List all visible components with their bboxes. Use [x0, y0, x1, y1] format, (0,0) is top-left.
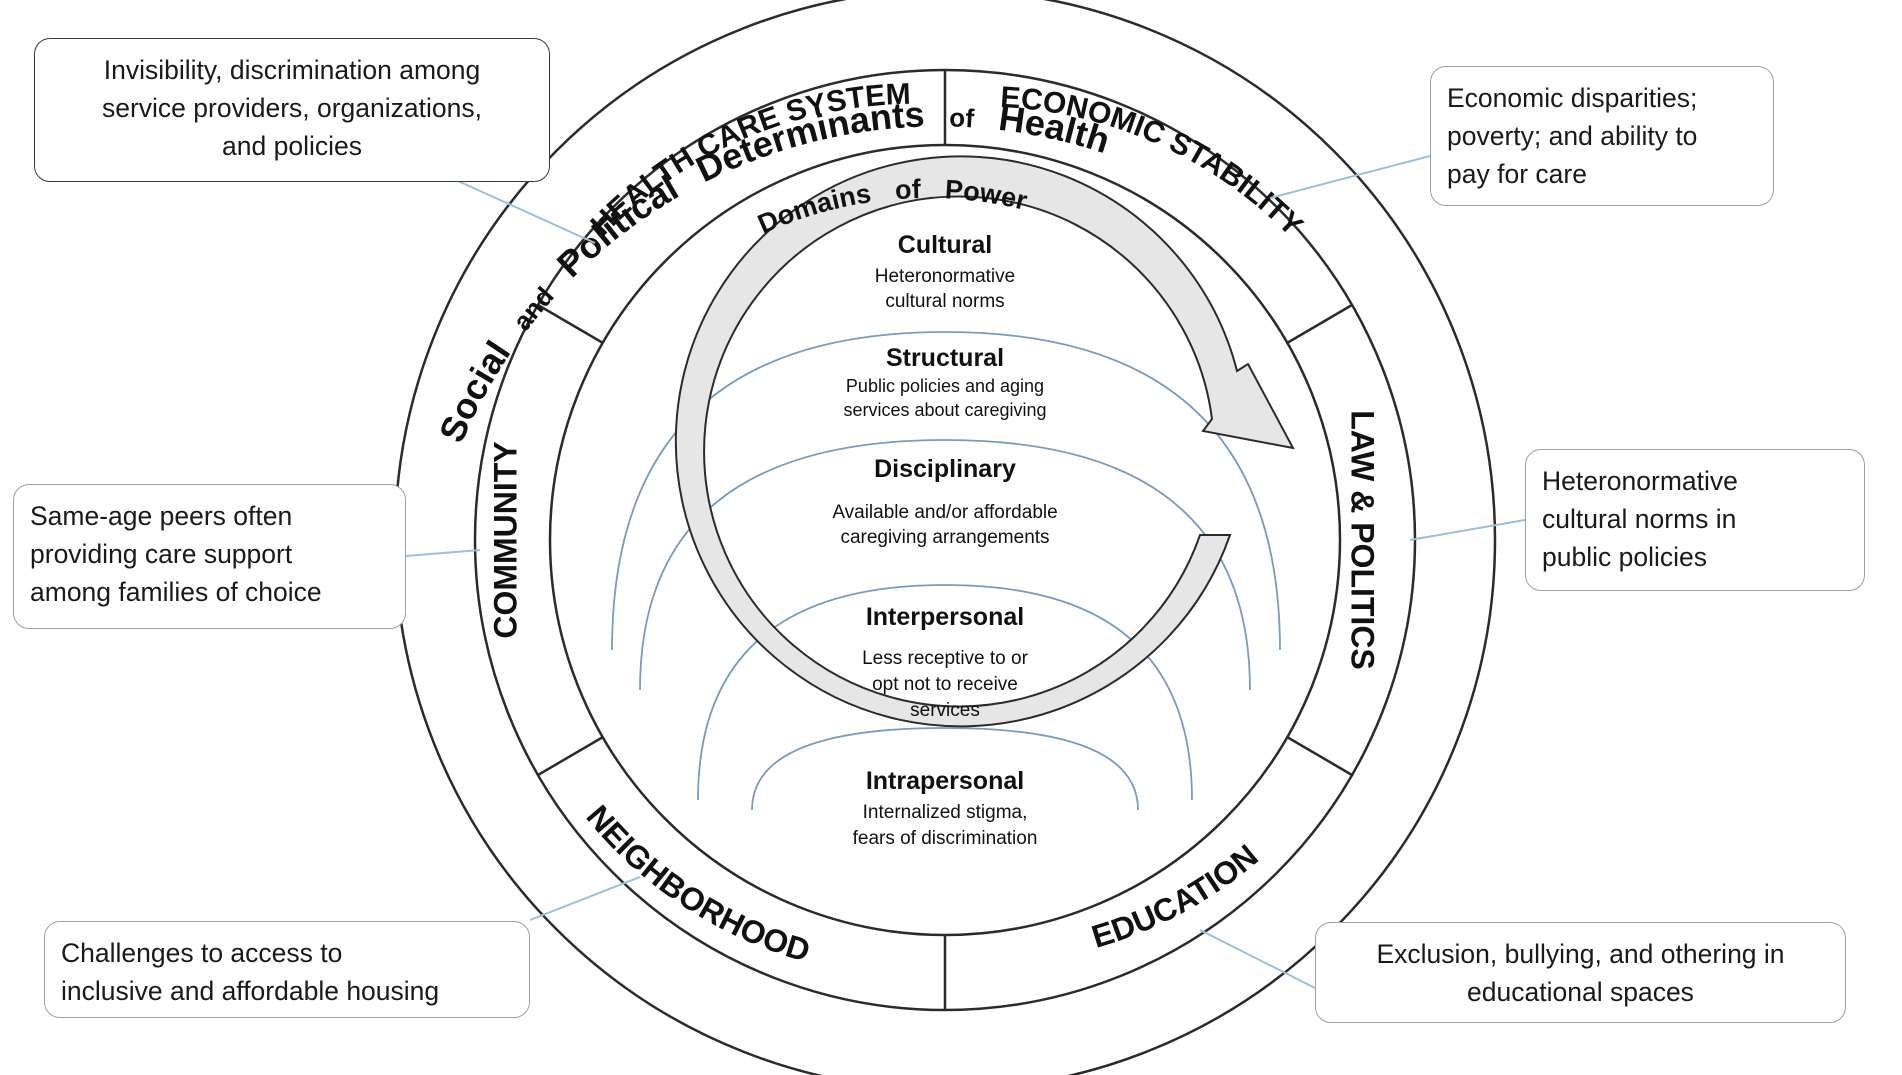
leader-community: [405, 549, 481, 557]
leader-neighborhood: [529, 876, 641, 921]
callout-community: Same-age peers often providing care supp…: [13, 484, 406, 629]
leader-education: [1199, 929, 1316, 989]
callout-economic-stability: Economic disparities; poverty; and abili…: [1430, 66, 1774, 206]
sector-dividers: [537, 70, 1353, 1010]
domain-disciplinary-desc-1: Available and/or affordable: [832, 502, 1057, 523]
domain-structural-desc-1: Public policies and aging: [846, 376, 1044, 396]
callout-health-care-system: Invisibility, discrimination among servi…: [34, 38, 550, 182]
sector-label-neighborhood: NEIGHBORHOOD: [580, 798, 815, 968]
domain-interpersonal-desc-1: Less receptive to or: [862, 648, 1028, 669]
domain-intrapersonal-name: Intrapersonal: [866, 767, 1024, 795]
callout-neighborhood: Challenges to access to inclusive and af…: [44, 921, 530, 1018]
outer-title-word-1: Social: [431, 333, 519, 448]
domain-intrapersonal-desc-2: fears of discrimination: [853, 828, 1038, 849]
sector-label-law-politics: LAW & POLITICS: [1345, 410, 1381, 670]
leader-economic-stability: [1269, 155, 1431, 199]
domains-of-power-arrow: [674, 155, 1295, 728]
domain-disciplinary-name: Disciplinary: [874, 455, 1016, 483]
domain-structural-name: Structural: [886, 344, 1004, 372]
domain-band-intrapersonal: [751, 727, 1139, 811]
domain-labels: Cultural Heteronormative cultural norms …: [832, 231, 1057, 849]
domain-interpersonal-desc-2: opt not to receive: [872, 674, 1018, 695]
outer-title-word-5: of: [949, 102, 976, 133]
divider-upper-left: [537, 303, 604, 345]
callout-law-politics: Heteronormative cultural norms in public…: [1525, 449, 1865, 591]
domain-cultural-desc-1: Heteronormative: [875, 266, 1015, 287]
domain-band-structural: [611, 331, 1281, 651]
sector-label-economic-stability: ECONOMIC STABILITY: [999, 81, 1308, 243]
leader-health-care-system: [457, 180, 596, 244]
domain-structural-desc-2: services about caregiving: [843, 400, 1046, 420]
sector-label-community: COMMUNITY: [487, 441, 523, 638]
divider-lower-right: [1286, 735, 1353, 777]
callout-education: Exclusion, bullying, and othering in edu…: [1315, 922, 1846, 1023]
domain-interpersonal-name: Interpersonal: [866, 603, 1024, 631]
leader-lines: [405, 155, 1526, 989]
domain-cultural-name: Cultural: [898, 231, 992, 259]
divider-upper-right: [1286, 303, 1353, 345]
domain-interpersonal-desc-3: services: [910, 700, 980, 721]
domain-band-interpersonal: [697, 584, 1193, 801]
domain-disciplinary-desc-2: caregiving arrangements: [840, 527, 1049, 548]
domains-title-word-2: of: [894, 174, 922, 205]
domain-cultural-desc-2: cultural norms: [885, 291, 1004, 312]
outer-title-word-2: and: [507, 281, 560, 336]
divider-lower-left: [537, 735, 604, 777]
leader-law-politics: [1409, 519, 1526, 541]
domain-intrapersonal-desc-1: Internalized stigma,: [863, 802, 1028, 823]
